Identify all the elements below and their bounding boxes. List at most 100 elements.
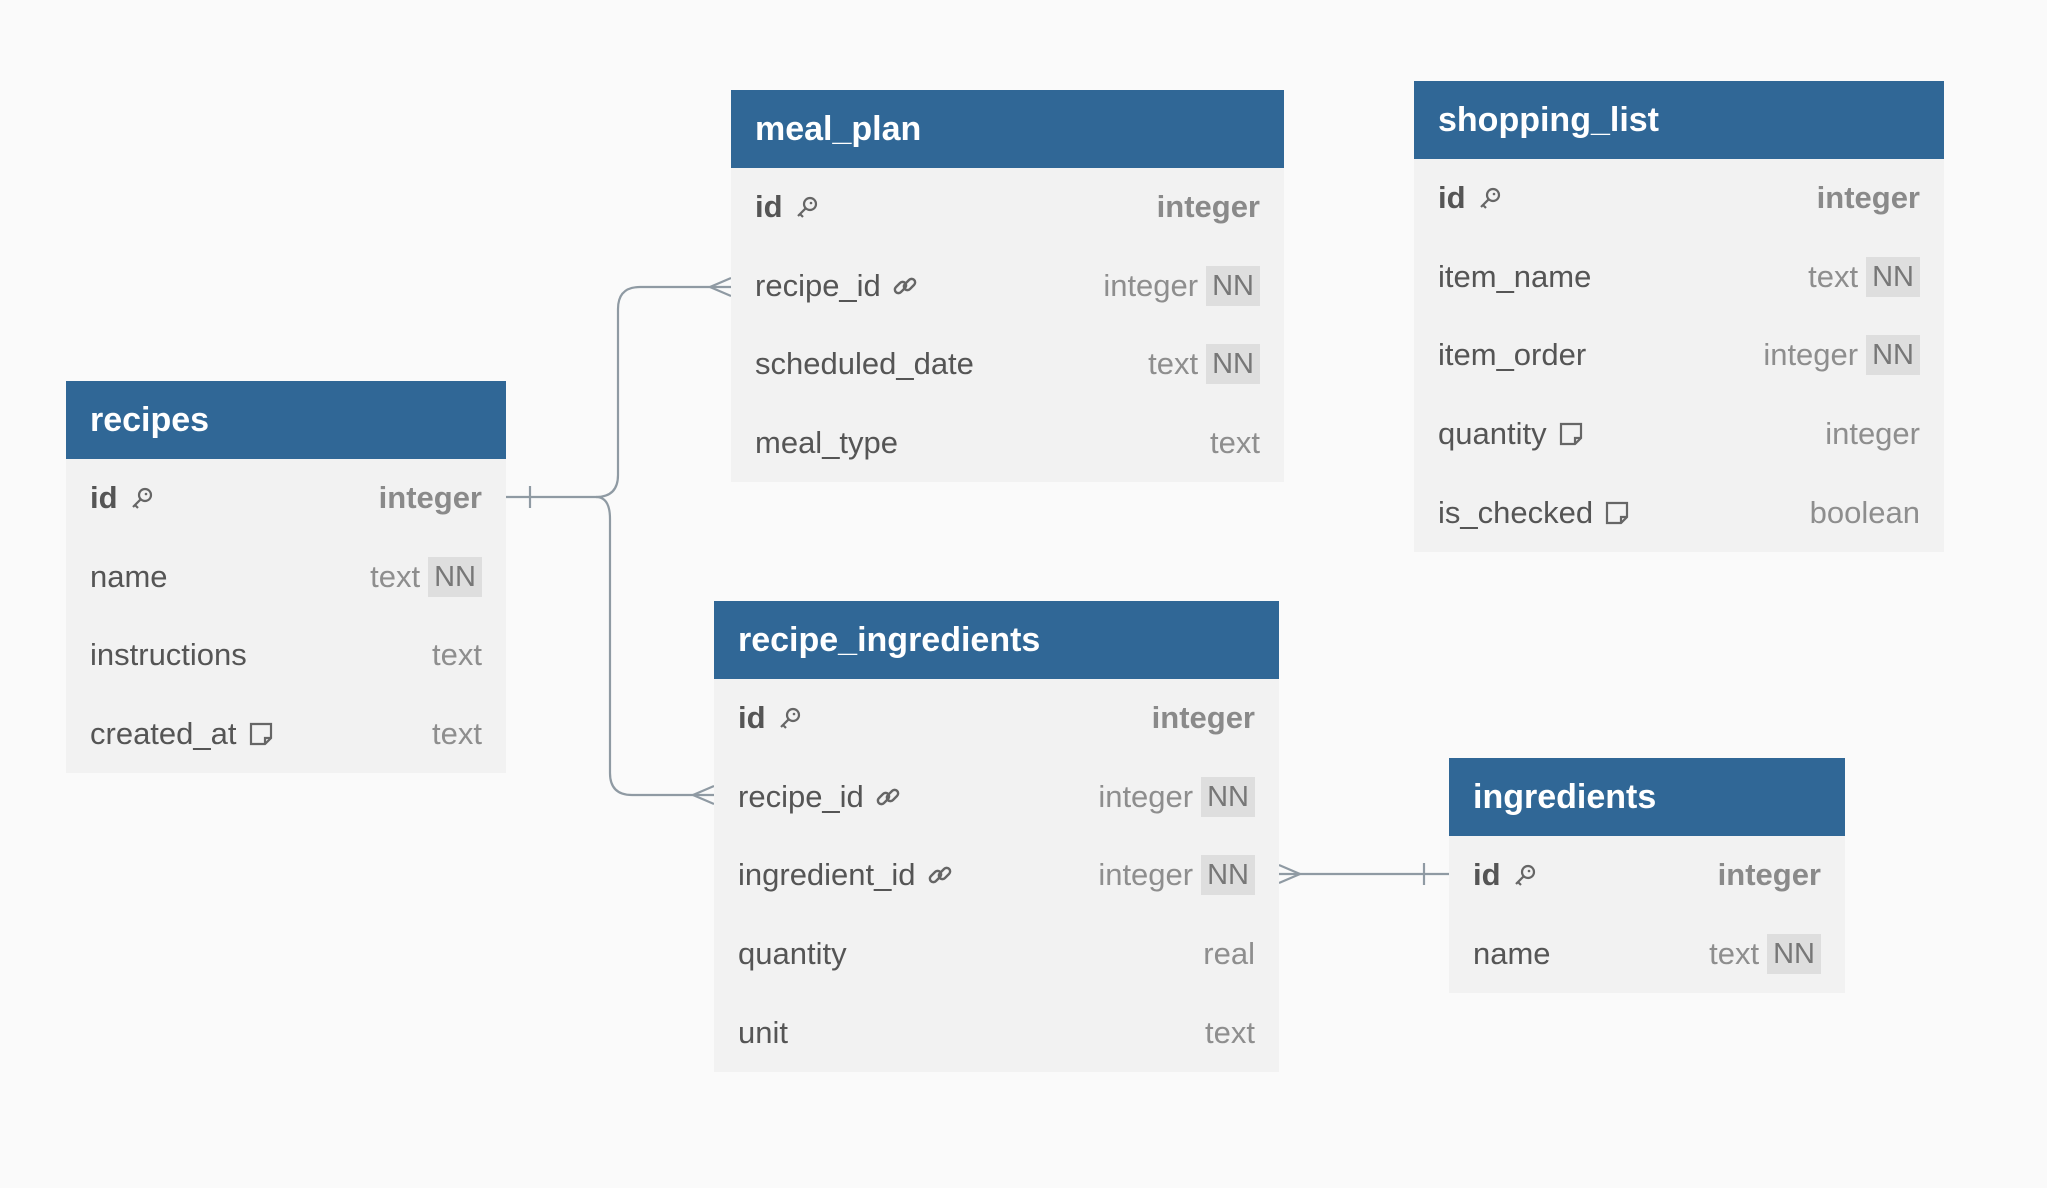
column-right: integer [1157, 189, 1260, 225]
column-type: text [1148, 346, 1199, 382]
table-header-meal-plan[interactable]: meal_plan [731, 90, 1284, 168]
column-right: real [1203, 936, 1255, 972]
column-left: id [1473, 857, 1539, 893]
column-type: integer [378, 480, 482, 516]
column-left: name [90, 559, 168, 595]
column-row[interactable]: meal_type text [731, 404, 1284, 483]
column-name: id [738, 700, 766, 736]
column-type: integer [1825, 416, 1920, 452]
not-null-badge: NN [1866, 335, 1920, 376]
column-left: quantity [1438, 416, 1585, 452]
column-left: recipe_id [755, 268, 919, 304]
column-row[interactable]: id integer [714, 679, 1279, 758]
note-icon [1557, 420, 1585, 448]
column-name: quantity [1438, 416, 1547, 452]
not-null-badge: NN [1767, 933, 1821, 974]
column-right: integer [379, 480, 482, 516]
column-left: name [1473, 936, 1551, 972]
column-row[interactable]: id integer [731, 168, 1284, 247]
column-left: item_name [1438, 259, 1591, 295]
column-name: item_order [1438, 337, 1587, 373]
table-header-shopping-list[interactable]: shopping_list [1414, 81, 1944, 159]
table-header-ingredients[interactable]: ingredients [1449, 758, 1845, 836]
column-type: integer [1717, 857, 1821, 893]
note-icon [1603, 499, 1631, 527]
column-left: recipe_id [738, 779, 902, 815]
column-row[interactable]: id integer [1414, 159, 1944, 238]
column-right: text [432, 716, 482, 752]
column-right: text [432, 637, 482, 673]
column-type: text [1709, 935, 1760, 971]
column-row[interactable]: quantity integer [1414, 395, 1944, 474]
column-right: integer [1817, 180, 1920, 216]
column-name: id [755, 189, 783, 225]
column-name: name [90, 558, 168, 594]
column-left: item_order [1438, 337, 1586, 373]
key-icon [1476, 184, 1504, 212]
key-icon [1511, 861, 1539, 889]
column-left: id [755, 189, 821, 225]
column-left: meal_type [755, 425, 898, 461]
column-type: integer [1816, 180, 1920, 216]
column-name: id [1438, 180, 1466, 216]
column-name: quantity [738, 936, 847, 972]
column-name: scheduled_date [755, 346, 974, 382]
column-type: boolean [1809, 494, 1920, 530]
column-row[interactable]: unit text [714, 993, 1279, 1072]
column-right: text [1210, 425, 1260, 461]
table-header-recipe-ingredients[interactable]: recipe_ingredients [714, 601, 1279, 679]
column-type: text [1808, 258, 1859, 294]
not-null-badge: NN [428, 556, 482, 597]
column-name: instructions [90, 637, 247, 673]
column-right: integer [1825, 416, 1920, 452]
column-type: integer [1098, 778, 1194, 814]
column-type: text [432, 637, 482, 673]
column-row[interactable]: instructions text [66, 616, 506, 695]
column-name: recipe_id [755, 267, 881, 303]
column-name: id [90, 480, 118, 516]
key-icon [776, 704, 804, 732]
not-null-badge: NN [1206, 265, 1260, 306]
column-name: meal_type [755, 425, 899, 461]
column-row[interactable]: quantity real [714, 915, 1279, 994]
column-right: boolean [1810, 495, 1920, 531]
column-row[interactable]: created_at text [66, 695, 506, 774]
table-header-recipes[interactable]: recipes [66, 381, 506, 459]
column-left: created_at [90, 716, 275, 752]
column-type: text [370, 558, 421, 594]
column-right: text [1205, 1015, 1255, 1051]
column-left: scheduled_date [755, 346, 974, 382]
link-icon [874, 783, 902, 811]
column-type: integer [1098, 857, 1194, 893]
not-null-badge: NN [1206, 344, 1260, 385]
column-type: text [432, 716, 482, 752]
column-row[interactable]: id integer [1449, 836, 1845, 915]
column-row[interactable]: id integer [66, 459, 506, 538]
column-left: unit [738, 1015, 788, 1051]
column-left: id [1438, 180, 1504, 216]
relationship-recipes-meal-plan [506, 285, 731, 499]
column-right: integer [1152, 700, 1255, 736]
many-marker-recipe-ingredients-ingredient [1278, 863, 1303, 885]
